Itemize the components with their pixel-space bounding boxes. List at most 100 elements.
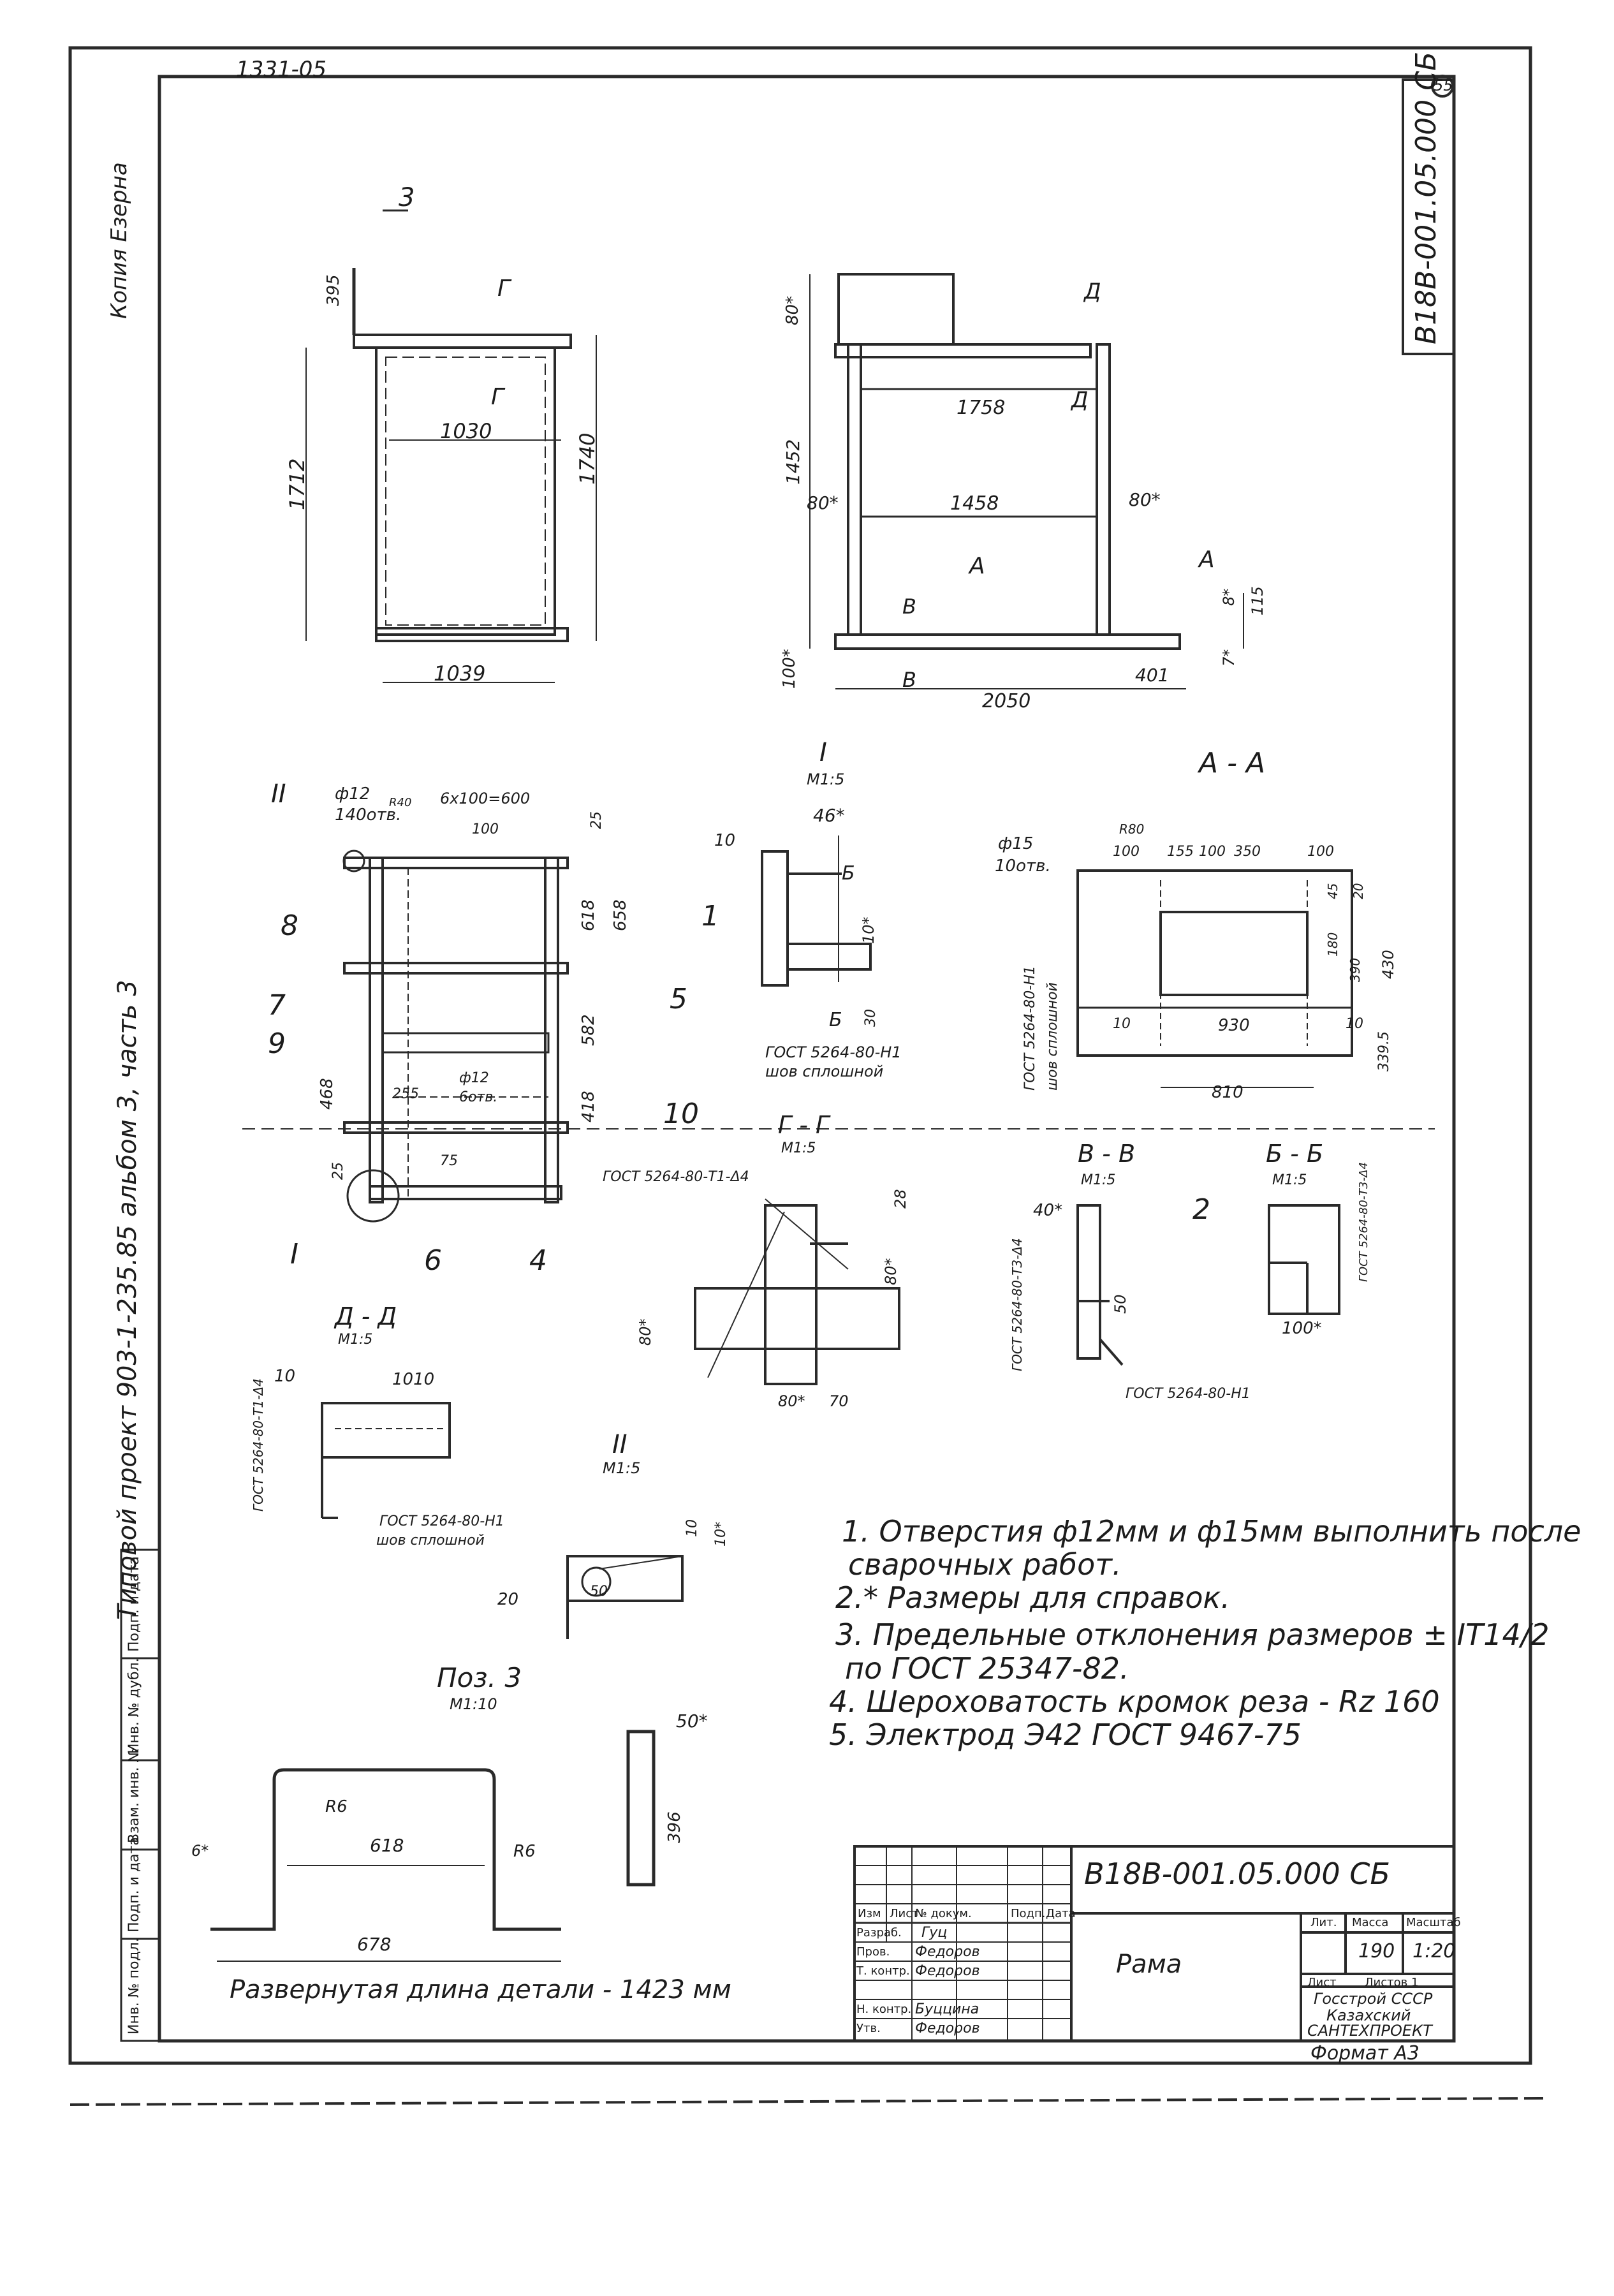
- radius-R40: R40: [389, 796, 412, 809]
- note-5: 5. Электрод Э42 ГОСТ 9467-75: [829, 1718, 1302, 1752]
- pos3-developed-length: Развернутая длина детали - 1423 мм: [230, 1975, 731, 2005]
- section-AA-dim-390: 390: [1347, 957, 1363, 982]
- callout-I: I: [290, 1238, 298, 1270]
- dim-25-plan-top: 25: [589, 811, 605, 829]
- tb-role-nkontr: Н. контр.: [856, 2003, 912, 2016]
- section-VV-callout-2: 2: [1192, 1193, 1210, 1226]
- section-BB-scale: М1:5: [1272, 1172, 1307, 1188]
- section-AA-dim-430: 430: [1379, 950, 1397, 979]
- section-GG-dim-28: 28: [891, 1189, 909, 1209]
- dim-75-plan: 75: [440, 1153, 458, 1169]
- dim-25-plan-bottom: 25: [330, 1162, 346, 1180]
- detail-II: [566, 1555, 684, 1639]
- detail-I-section-B-2: Б: [829, 1009, 842, 1031]
- hole2-f12: ф12: [459, 1070, 489, 1086]
- section-VV-title: В - В: [1078, 1140, 1136, 1168]
- section-AA-dim-930: 930: [1218, 1016, 1250, 1035]
- detail-I-dim-46: 46*: [813, 805, 845, 826]
- detail-I-callout-1: 1: [701, 900, 719, 932]
- section-VV-weld: ГОСТ 5264-80-Т3-Δ4: [1009, 1238, 1025, 1371]
- tb-name-nkontr: Буццина: [915, 2001, 979, 2017]
- detail-I: [761, 835, 872, 987]
- stamp-label-podp-data-2: Подп. и дата: [126, 1556, 142, 1652]
- front-right-view: [809, 273, 1244, 689]
- section-DD-dim-1010: 1010: [392, 1370, 435, 1389]
- left-margin-copy-note: Копия Езерна: [106, 162, 132, 319]
- dim-7: 7*: [1220, 649, 1238, 666]
- pos3-title: Поз. 3: [437, 1662, 522, 1693]
- stamp-label-vzam-inv: Взам. инв. №: [126, 1748, 142, 1843]
- detail-I-scale: М1:5: [807, 770, 845, 788]
- tb-name-prov: Федоров: [915, 1944, 980, 1960]
- section-GG-dim-70: 70: [829, 1392, 849, 1410]
- detail-II-dim-20: 20: [497, 1590, 519, 1609]
- section-AA-dim-180: 180: [1325, 932, 1340, 957]
- detail-I-section-B-1: Б: [842, 862, 855, 885]
- roman-II-marker: II: [271, 779, 286, 809]
- note-1: 1. Отверстия ф12мм и ф15мм выполнить пос…: [842, 1514, 1581, 1549]
- detail-I-title: I: [819, 738, 827, 767]
- tb-org-3: САНТЕХПРОЕКТ: [1307, 2022, 1432, 2040]
- sheet-border: [68, 46, 1544, 2106]
- tb-col-data: Дата: [1046, 1907, 1076, 1920]
- detail-I-dim-10: 10: [714, 831, 736, 850]
- section-BB-weld: ГОСТ 5264-80-Т3-Δ4: [1357, 1162, 1370, 1282]
- tb-scale-label: Масштаб: [1406, 1916, 1461, 1929]
- section-VV-scale: М1:5: [1081, 1172, 1116, 1188]
- callout-8: 8: [281, 909, 298, 942]
- title-block-code: В18В-001.05.000 СБ: [1084, 1857, 1390, 1891]
- section-mark-V-1: В: [902, 594, 916, 619]
- dim-1758: 1758: [957, 397, 1006, 419]
- pos3-dim-678: 678: [357, 1934, 392, 1955]
- section-mark-A-1: А: [969, 553, 985, 579]
- dim-468-plan: 468: [318, 1078, 337, 1110]
- dim-80-top: 80*: [783, 295, 802, 325]
- section-DD: [321, 1402, 451, 1519]
- detail-I-dim-10s: 10*: [860, 916, 877, 944]
- dim-1030: 1030: [440, 419, 492, 443]
- pos3-R6-bottom: R6: [513, 1842, 536, 1861]
- section-AA-title: А - А: [1199, 747, 1266, 779]
- title-block-name: Рама: [1116, 1950, 1182, 1979]
- section-VV-weld2: ГОСТ 5264-80-Н1: [1126, 1386, 1251, 1402]
- section-GG-scale: М1:5: [781, 1140, 816, 1156]
- callout-9: 9: [268, 1027, 286, 1060]
- dim-582-plan: 582: [579, 1014, 598, 1046]
- drawing-number-vertical: В18В-001.05.000 СБ: [1410, 51, 1442, 344]
- section-mark-V-2: В: [902, 668, 916, 692]
- dim-1039: 1039: [434, 661, 486, 686]
- section-AA-radius: R80: [1119, 821, 1145, 837]
- callout-5: 5: [670, 983, 687, 1015]
- section-AA-hole: ф15: [998, 834, 1034, 853]
- callout-6: 6: [424, 1244, 442, 1277]
- section-VV: [1076, 1204, 1124, 1366]
- detail-II-title: II: [612, 1430, 627, 1459]
- note-2: 2.* Размеры для справок.: [835, 1580, 1230, 1615]
- stamp-label-inv-podl: Инв. № подл.: [126, 1938, 142, 2035]
- section-AA-weld2: шов сплошной: [1045, 982, 1060, 1091]
- dim-1452: 1452: [782, 439, 803, 485]
- detail-I-weld2: шов сплошной: [765, 1063, 884, 1080]
- section-GG: [694, 1198, 900, 1385]
- tb-sheet-label: Лист: [1307, 1976, 1337, 1989]
- tb-org-1: Госстрой СССР: [1314, 1990, 1433, 2008]
- dim-401: 401: [1135, 665, 1170, 686]
- section-AA-dim-45: 45: [1325, 883, 1340, 899]
- section-mark-D-2: Д: [1071, 387, 1089, 413]
- section-AA-weld: ГОСТ 5264-80-Н1: [1022, 966, 1038, 1091]
- callout-7: 7: [268, 989, 286, 1022]
- detail-II-dim-50: 50: [590, 1584, 608, 1600]
- section-GG-dim-80a: 80*: [882, 1258, 900, 1285]
- tb-sheets-label: Листов 1: [1365, 1976, 1419, 1989]
- hole-count-140: 140отв.: [335, 806, 402, 825]
- sheet-number-corner: 55: [1434, 77, 1453, 94]
- section-AA-hole-count: 10отв.: [995, 857, 1051, 876]
- section-AA: [1076, 869, 1353, 1088]
- tb-role-prov: Пров.: [856, 1945, 890, 1959]
- tb-org-2: Казахский: [1326, 2006, 1411, 2024]
- detail-II-weld: ГОСТ 5264-80-Н1: [379, 1513, 504, 1529]
- section-DD-title: Д - Д: [335, 1302, 397, 1330]
- section-plan: [242, 850, 1435, 1223]
